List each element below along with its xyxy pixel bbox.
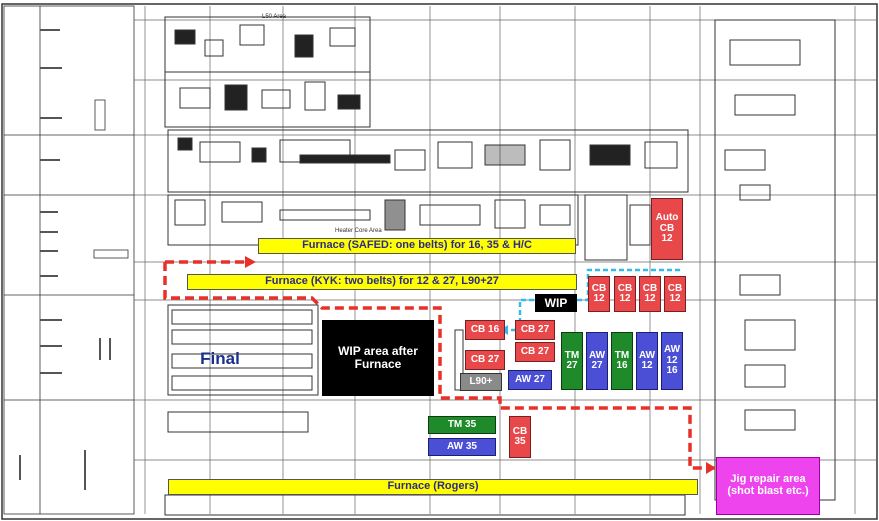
station-aw27-gray[interactable]: AW 27: [508, 370, 552, 390]
station-cb27-c[interactable]: CB 27: [515, 342, 555, 362]
station-aw27[interactable]: AW 27: [586, 332, 608, 390]
route-arrowhead-bottom: [706, 462, 716, 474]
wip-area-after-furnace[interactable]: WIP area after Furnace: [322, 320, 434, 396]
jig-repair-area[interactable]: Jig repair area (shot blast etc.): [716, 457, 820, 515]
station-tm16[interactable]: TM 16: [611, 332, 633, 390]
machining-block: [167, 129, 689, 193]
station-tm35[interactable]: TM 35: [428, 416, 496, 434]
station-cb16[interactable]: CB 16: [465, 320, 505, 340]
material-flow-route: [163, 262, 715, 470]
station-auto-cb12[interactable]: Auto CB 12: [651, 198, 683, 260]
station-cb35[interactable]: CB 35: [509, 416, 531, 458]
station-aw35[interactable]: AW 35: [428, 438, 496, 456]
lower-block: [164, 304, 686, 516]
l50-area-label: L50 Area: [262, 14, 287, 20]
station-cb12-b[interactable]: CB 12: [614, 276, 636, 312]
furnace-kyk[interactable]: Furnace (KYK: two belts) for 12 & 27, L9…: [187, 274, 577, 290]
station-l90[interactable]: L90+: [460, 373, 502, 391]
final-area-label[interactable]: Final: [200, 349, 240, 369]
station-cb27-a[interactable]: CB 27: [515, 320, 555, 340]
heater-core-block: [167, 194, 579, 246]
wip-small-area[interactable]: WIP: [535, 294, 577, 312]
station-cb12-d[interactable]: CB 12: [664, 276, 686, 312]
furnace-safed[interactable]: Furnace (SAFED: one belts) for 16, 35 & …: [258, 238, 576, 254]
route-arrowhead-top: [245, 256, 256, 268]
left-legend-column: [3, 5, 135, 515]
station-cb12-a[interactable]: CB 12: [588, 276, 610, 312]
station-aw12-16[interactable]: AW 12 16: [661, 332, 683, 390]
station-cb12-c[interactable]: CB 12: [639, 276, 661, 312]
heater-core-area-label: Heater Core Area: [335, 228, 382, 234]
furnace-rogers[interactable]: Furnace (Rogers): [168, 479, 698, 495]
station-aw12[interactable]: AW 12: [636, 332, 658, 390]
l50-area-block: [164, 16, 371, 128]
column-grid: [134, 6, 877, 514]
station-cb27-b[interactable]: CB 27: [465, 350, 505, 370]
station-tm27[interactable]: TM 27: [561, 332, 583, 390]
